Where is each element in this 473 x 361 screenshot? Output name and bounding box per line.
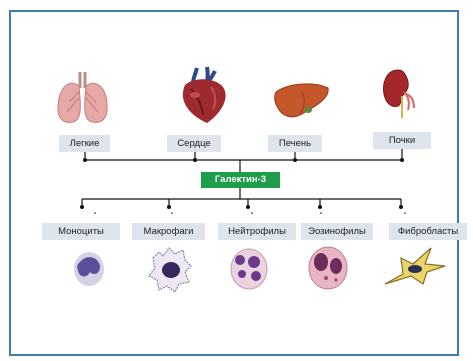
organ-label-heart: Сердце bbox=[167, 135, 221, 152]
monocyte-icon bbox=[70, 248, 108, 290]
cell-label-fibroblasts: Фибробласты bbox=[389, 223, 467, 240]
liver-icon bbox=[272, 80, 330, 122]
kidney-icon bbox=[380, 66, 420, 120]
lungs-icon bbox=[55, 68, 110, 128]
organ-label-kidney: Почки bbox=[373, 132, 431, 149]
cell-label-neutrophils: Нейтрофилы bbox=[218, 223, 296, 240]
organ-label-liver: Печень bbox=[268, 135, 322, 152]
cell-label-macrophages: Макрофаги bbox=[132, 223, 205, 240]
neutrophil-icon bbox=[228, 246, 270, 292]
macrophage-icon bbox=[147, 244, 193, 294]
heart-icon bbox=[175, 65, 232, 125]
eosinophil-icon bbox=[306, 244, 350, 292]
cell-label-monocytes: Моноциты bbox=[42, 223, 120, 240]
fibroblast-icon bbox=[383, 244, 447, 288]
organ-label-lungs: Легкие bbox=[59, 135, 110, 152]
center-protein-label: Галектин-3 bbox=[201, 172, 280, 188]
cell-label-eosinophils: Эозинофилы bbox=[301, 223, 373, 240]
